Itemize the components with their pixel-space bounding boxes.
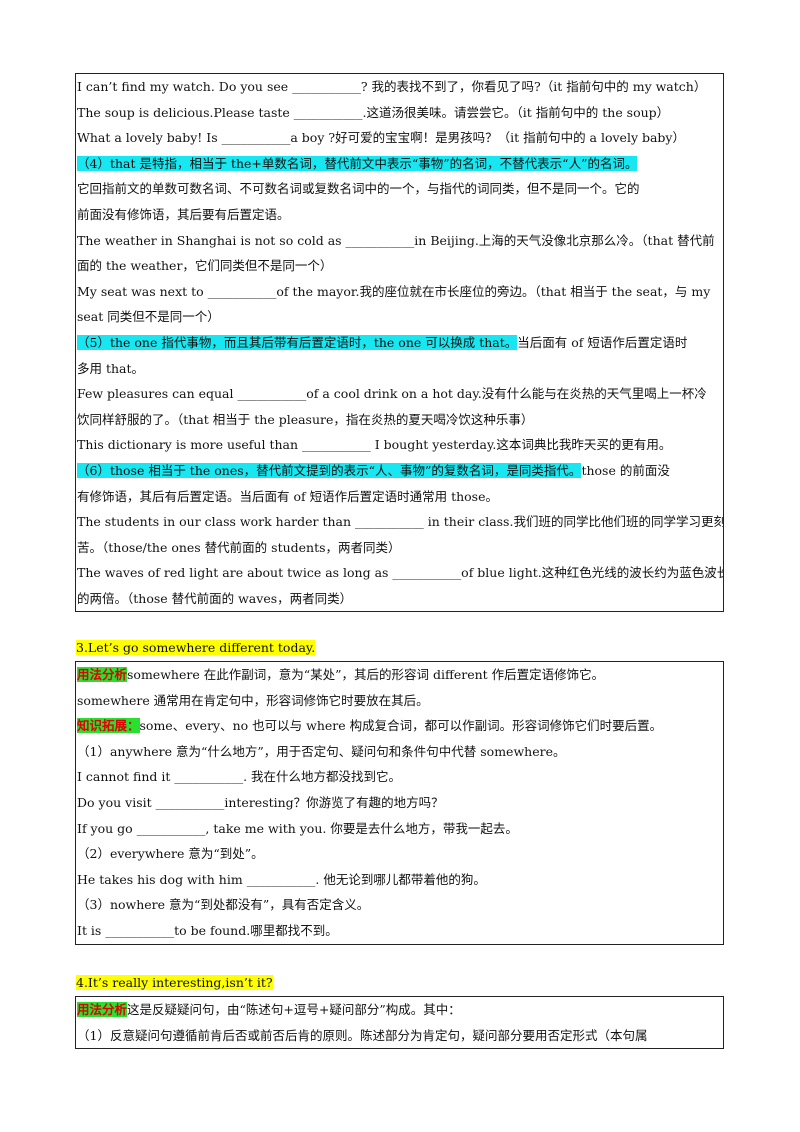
text-line: My seat was next to ___________of the ma… (77, 283, 711, 299)
text-line: Few pleasures can equal ___________of a … (77, 386, 707, 402)
highlight-rule-5: （5）the one 指代事物，而且其后带有后置定语时，the one 可以换成… (77, 334, 518, 350)
text-line: somewhere 通常用在肯定句中，形容词修饰它时要放在其后。 (77, 692, 429, 708)
text-line: （5）the one 指代事物，而且其后带有后置定语时，the one 可以换成… (76, 330, 723, 356)
text-line: I cannot find it ___________. 我在什么地方都没找到… (77, 769, 402, 785)
text-line: The waves of red light are about twice a… (77, 565, 723, 581)
highlight-rule-4: （4）that 是特指，相当于 the+单数名词，替代前文中表示“事物”的名词，… (77, 155, 638, 171)
text-line: 多用 that。 (77, 360, 145, 376)
text-line: 的两倍。（those 替代前面的 waves，两者同类） (77, 590, 353, 606)
knowledge-expansion-tag: 知识拓展： (77, 718, 140, 734)
text-line: 用法分析somewhere 在此作副词，意为“某处”，其后的形容词 differ… (77, 667, 605, 682)
usage-analysis-tag: 用法分析 (77, 667, 128, 682)
text-line: Do you visit ___________interesting？你游览了… (77, 794, 444, 810)
explanation-box-tag-question: 用法分析这是反疑疑问句，由“陈述句+逗号+疑问部分”构成。其中： （1）反意疑问… (75, 996, 724, 1050)
text-line: 饮同样舒服的了。（that 相当于 the pleasure，指在炎热的夏天喝冷… (77, 411, 534, 427)
text-line: seat 同类但不是同一个） (77, 309, 220, 325)
highlight-rule-6: （6）those 相当于 the ones，替代前文提到的表示“人、事物”的复数… (77, 462, 582, 478)
text-line: 前面没有修饰语，其后要有后置定语。 (77, 206, 290, 222)
section-3-heading: 3.Let’s go somewhere different today. (76, 640, 316, 655)
rule-6-continuation: those 的前面没 (581, 462, 670, 478)
text-line: 苦。（those/the ones 替代前面的 students，两者同类） (77, 539, 401, 555)
text-line: The soup is delicious.Please taste _____… (77, 104, 670, 120)
text-line: （2）everywhere 意为“到处”。 (77, 846, 264, 862)
text-line: What a lovely baby! Is ___________a boy … (77, 130, 685, 146)
text-line: This dictionary is more useful than ____… (77, 437, 672, 453)
text-line: It is ___________to be found.哪里都找不到。 (77, 922, 338, 938)
text-line: 用法分析这是反疑疑问句，由“陈述句+逗号+疑问部分”构成。其中： (77, 1002, 461, 1017)
text-line: （1）anywhere 意为“什么地方”，用于否定句、疑问句和条件句中代替 so… (77, 743, 566, 759)
text-line: The students in our class work harder th… (77, 514, 723, 530)
rule-5-continuation: 当后面有 of 短语作后置定语时 (517, 334, 688, 350)
text-line: （3）nowhere 意为“到处都没有”，具有否定含义。 (77, 897, 370, 913)
text-line: 知识拓展：some、every、no 也可以与 where 构成复合词，都可以作… (77, 718, 663, 734)
text-line: （4）that 是特指，相当于 the+单数名词，替代前文中表示“事物”的名词，… (76, 151, 723, 177)
text-line: （1）反意疑问句遵循前肯后否或前否后肯的原则。陈述部分为肯定句，疑问部分要用否定… (77, 1027, 648, 1043)
text-line: 面的 the weather，它们同类但不是同一个） (77, 258, 333, 274)
section-4-heading: 4.It’s really interesting,isn’t it? (76, 975, 273, 990)
text-line: 有修饰语，其后有后置定语。当后面有 of 短语作后置定语时通常用 those。 (77, 488, 498, 504)
text-line: The weather in Shanghai is not so cold a… (77, 232, 715, 248)
explanation-box-that-those: I can’t find my watch. Do you see ______… (75, 73, 724, 613)
text-line: （6）those 相当于 the ones，替代前文提到的表示“人、事物”的复数… (76, 458, 723, 484)
text-line: 它回指前文的单数可数名词、不可数名词或复数名词中的一个，与指代的词同类，但不是同… (77, 181, 640, 197)
text-line: I can’t find my watch. Do you see ______… (77, 79, 707, 94)
usage-analysis-tag: 用法分析 (77, 1002, 128, 1017)
text-line: If you go ___________, take me with you.… (77, 820, 518, 836)
text-line: He takes his dog with him ___________. 他… (77, 871, 486, 887)
explanation-box-somewhere: 用法分析somewhere 在此作副词，意为“某处”，其后的形容词 differ… (75, 661, 724, 945)
